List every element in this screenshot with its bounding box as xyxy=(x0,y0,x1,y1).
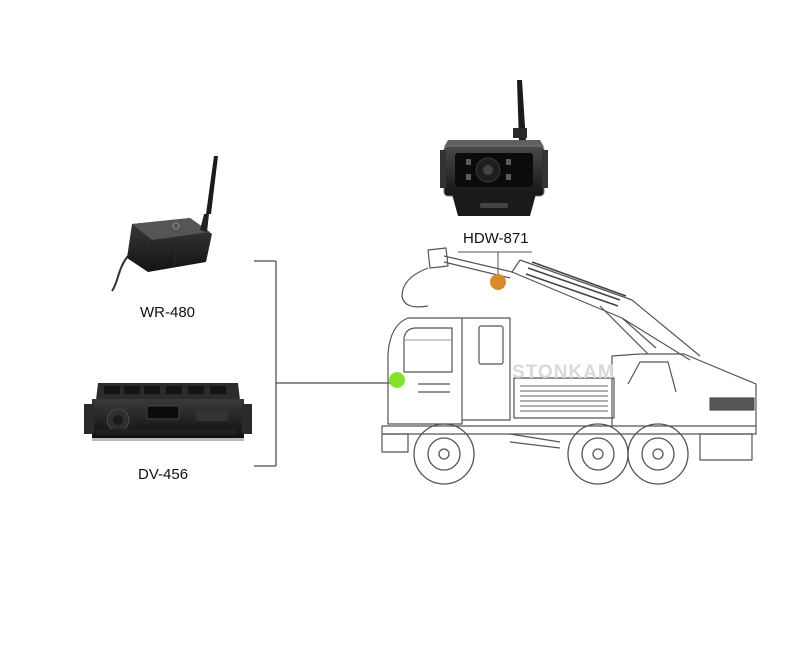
camera-label: HDW-871 xyxy=(463,230,529,247)
wireless-receiver-icon xyxy=(111,156,218,292)
recorder-mount-marker xyxy=(389,372,405,388)
watermark-text: STONKAM xyxy=(512,362,615,383)
truck-wheels xyxy=(413,423,689,485)
recorder-label: DV-456 xyxy=(138,466,189,483)
wireless-camera-icon xyxy=(440,80,548,216)
connection-bracket xyxy=(254,260,397,467)
crane-truck-icon xyxy=(381,247,757,461)
camera-mount-marker xyxy=(490,274,506,290)
receiver-label: WR-480 xyxy=(140,304,196,321)
mobile-dvr-icon xyxy=(84,383,252,441)
